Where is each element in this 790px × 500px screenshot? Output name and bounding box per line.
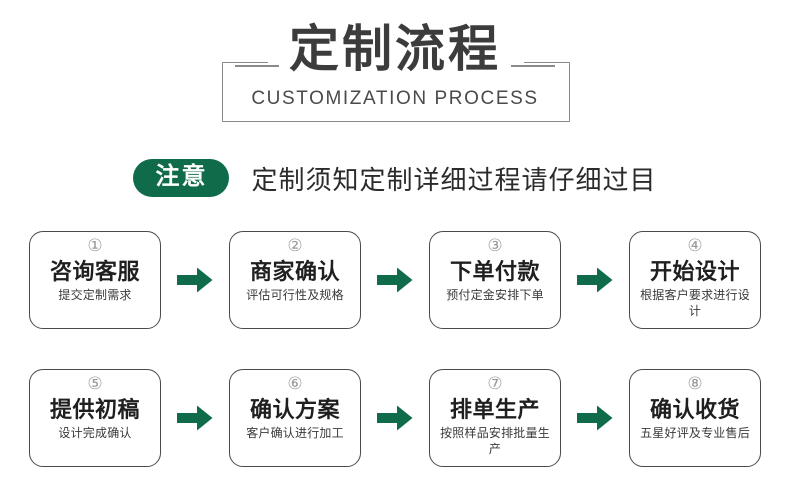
step-number: ⑤ bbox=[87, 374, 103, 394]
arrow-right-icon bbox=[576, 404, 614, 432]
step-title: 咨询客服 bbox=[49, 259, 140, 284]
step-number: ④ bbox=[687, 236, 703, 256]
arrow-right-icon bbox=[376, 266, 414, 294]
step-number: ⑥ bbox=[287, 374, 303, 394]
step-number: ③ bbox=[487, 236, 503, 256]
process-step-5: ⑤ 提供初稿 设计完成确认 bbox=[29, 369, 161, 467]
step-title: 排单生产 bbox=[449, 397, 540, 422]
title-frame-gap-mask bbox=[268, 54, 524, 72]
step-title: 提供初稿 bbox=[49, 397, 140, 422]
process-step-3: ③ 下单付款 预付定金安排下单 bbox=[429, 231, 561, 329]
process-step-1: ① 咨询客服 提交定制需求 bbox=[29, 231, 161, 329]
title-dash-left-icon bbox=[235, 65, 279, 67]
title-dash-right-icon bbox=[511, 65, 555, 67]
step-number: ⑧ bbox=[687, 374, 703, 394]
process-step-7: ⑦ 排单生产 按照样品安排批量生产 bbox=[429, 369, 561, 467]
step-desc: 根据客户要求进行设计 bbox=[640, 288, 750, 318]
process-step-2: ② 商家确认 评估可行性及规格 bbox=[229, 231, 361, 329]
step-number: ① bbox=[87, 236, 103, 256]
arrow-right-icon bbox=[576, 266, 614, 294]
step-title: 确认方案 bbox=[249, 397, 340, 422]
process-steps: ① 咨询客服 提交定制需求 ② 商家确认 评估可行性及规格 ③ 下单付款 预付定… bbox=[0, 226, 790, 472]
arrow-right-icon bbox=[176, 266, 214, 294]
notice-row: 注意 定制须知定制详细过程请仔细过目 bbox=[0, 155, 790, 201]
page-header: 定制流程 CUSTOMIZATION PROCESS bbox=[0, 0, 790, 140]
step-title: 商家确认 bbox=[249, 259, 340, 284]
arrow-right-icon bbox=[376, 404, 414, 432]
process-step-4: ④ 开始设计 根据客户要求进行设计 bbox=[629, 231, 761, 329]
step-title: 确认收货 bbox=[649, 397, 740, 422]
notice-text: 定制须知定制详细过程请仔细过目 bbox=[251, 164, 657, 195]
page-subtitle-en: CUSTOMIZATION PROCESS bbox=[251, 88, 539, 109]
step-title: 下单付款 bbox=[449, 259, 540, 284]
step-number: ② bbox=[287, 236, 303, 256]
step-title: 开始设计 bbox=[649, 259, 740, 284]
step-desc: 评估可行性及规格 bbox=[246, 288, 344, 303]
step-desc: 设计完成确认 bbox=[58, 426, 132, 441]
arrow-right-icon bbox=[176, 404, 214, 432]
step-desc: 提交定制需求 bbox=[58, 288, 132, 303]
process-step-6: ⑥ 确认方案 客户确认进行加工 bbox=[229, 369, 361, 467]
step-number: ⑦ bbox=[487, 374, 503, 394]
step-desc: 按照样品安排批量生产 bbox=[440, 426, 550, 456]
process-step-row-2: ⑤ 提供初稿 设计完成确认 ⑥ 确认方案 客户确认进行加工 ⑦ 排单生产 按照样… bbox=[0, 364, 790, 472]
process-step-row-1: ① 咨询客服 提交定制需求 ② 商家确认 评估可行性及规格 ③ 下单付款 预付定… bbox=[0, 226, 790, 334]
notice-badge: 注意 bbox=[133, 159, 230, 197]
page-title-cn: 定制流程 bbox=[289, 20, 501, 78]
process-step-8: ⑧ 确认收货 五星好评及专业售后 bbox=[629, 369, 761, 467]
step-desc: 五星好评及专业售后 bbox=[640, 426, 750, 441]
step-desc: 客户确认进行加工 bbox=[246, 426, 344, 441]
page-title: 定制流程 bbox=[0, 24, 790, 74]
step-desc: 预付定金安排下单 bbox=[446, 288, 544, 303]
